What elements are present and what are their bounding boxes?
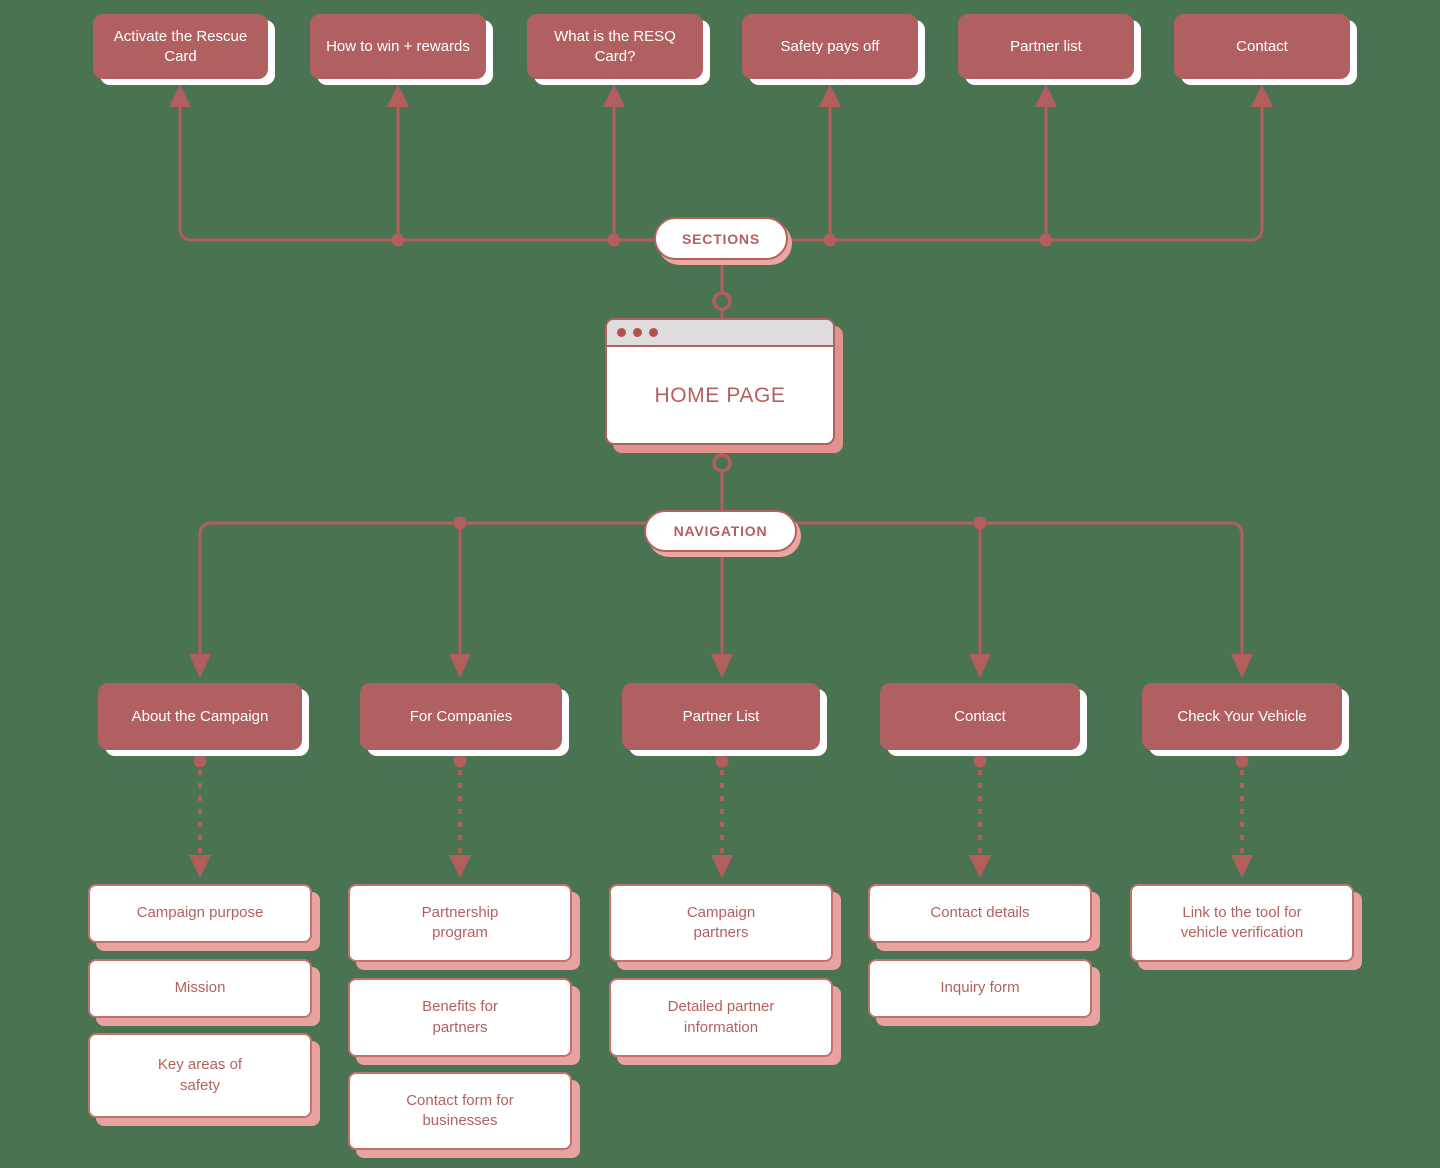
leaf-inquiry-form: Inquiry form [868,959,1092,1018]
section-node-activate-rescue-card: Activate the Rescue Card [93,14,268,79]
leaf-vehicle-verification-tool-link: Link to the tool for vehicle verificatio… [1130,884,1354,962]
leaf-contact-details: Contact details [868,884,1092,943]
leaf-mission: Mission [88,959,312,1018]
sections-label-pill: SECTIONS [654,217,788,260]
window-titlebar [607,320,833,347]
leaf-benefits-for-partners: Benefits for partners [348,978,572,1057]
navigation-label-pill: NAVIGATION [644,510,797,552]
section-node-what-is-resq-card: What is the RESQ Card? [527,14,703,79]
leaf-partnership-program: Partnership program [348,884,572,962]
section-node-how-to-win: How to win + rewards [310,14,486,79]
nav-node-about-the-campaign: About the Campaign [98,683,302,750]
section-node-contact: Contact [1174,14,1350,79]
leaf-campaign-partners: Campaign partners [609,884,833,962]
home-page-title: HOME PAGE [654,384,786,407]
nav-node-for-companies: For Companies [360,683,562,750]
window-control-dot [633,328,642,337]
nav-node-partner-list: Partner List [622,683,820,750]
window-control-dot [617,328,626,337]
section-node-safety-pays-off: Safety pays off [742,14,918,79]
window-control-dot [649,328,658,337]
leaf-contact-form-for-businesses: Contact form for businesses [348,1072,572,1150]
leaf-detailed-partner-information: Detailed partner information [609,978,833,1057]
home-page-window: HOME PAGE [605,318,835,445]
leaf-key-areas-of-safety: Key areas of safety [88,1033,312,1118]
section-node-partner-list: Partner list [958,14,1134,79]
nav-node-contact: Contact [880,683,1080,750]
nav-node-check-your-vehicle: Check Your Vehicle [1142,683,1342,750]
leaf-campaign-purpose: Campaign purpose [88,884,312,943]
